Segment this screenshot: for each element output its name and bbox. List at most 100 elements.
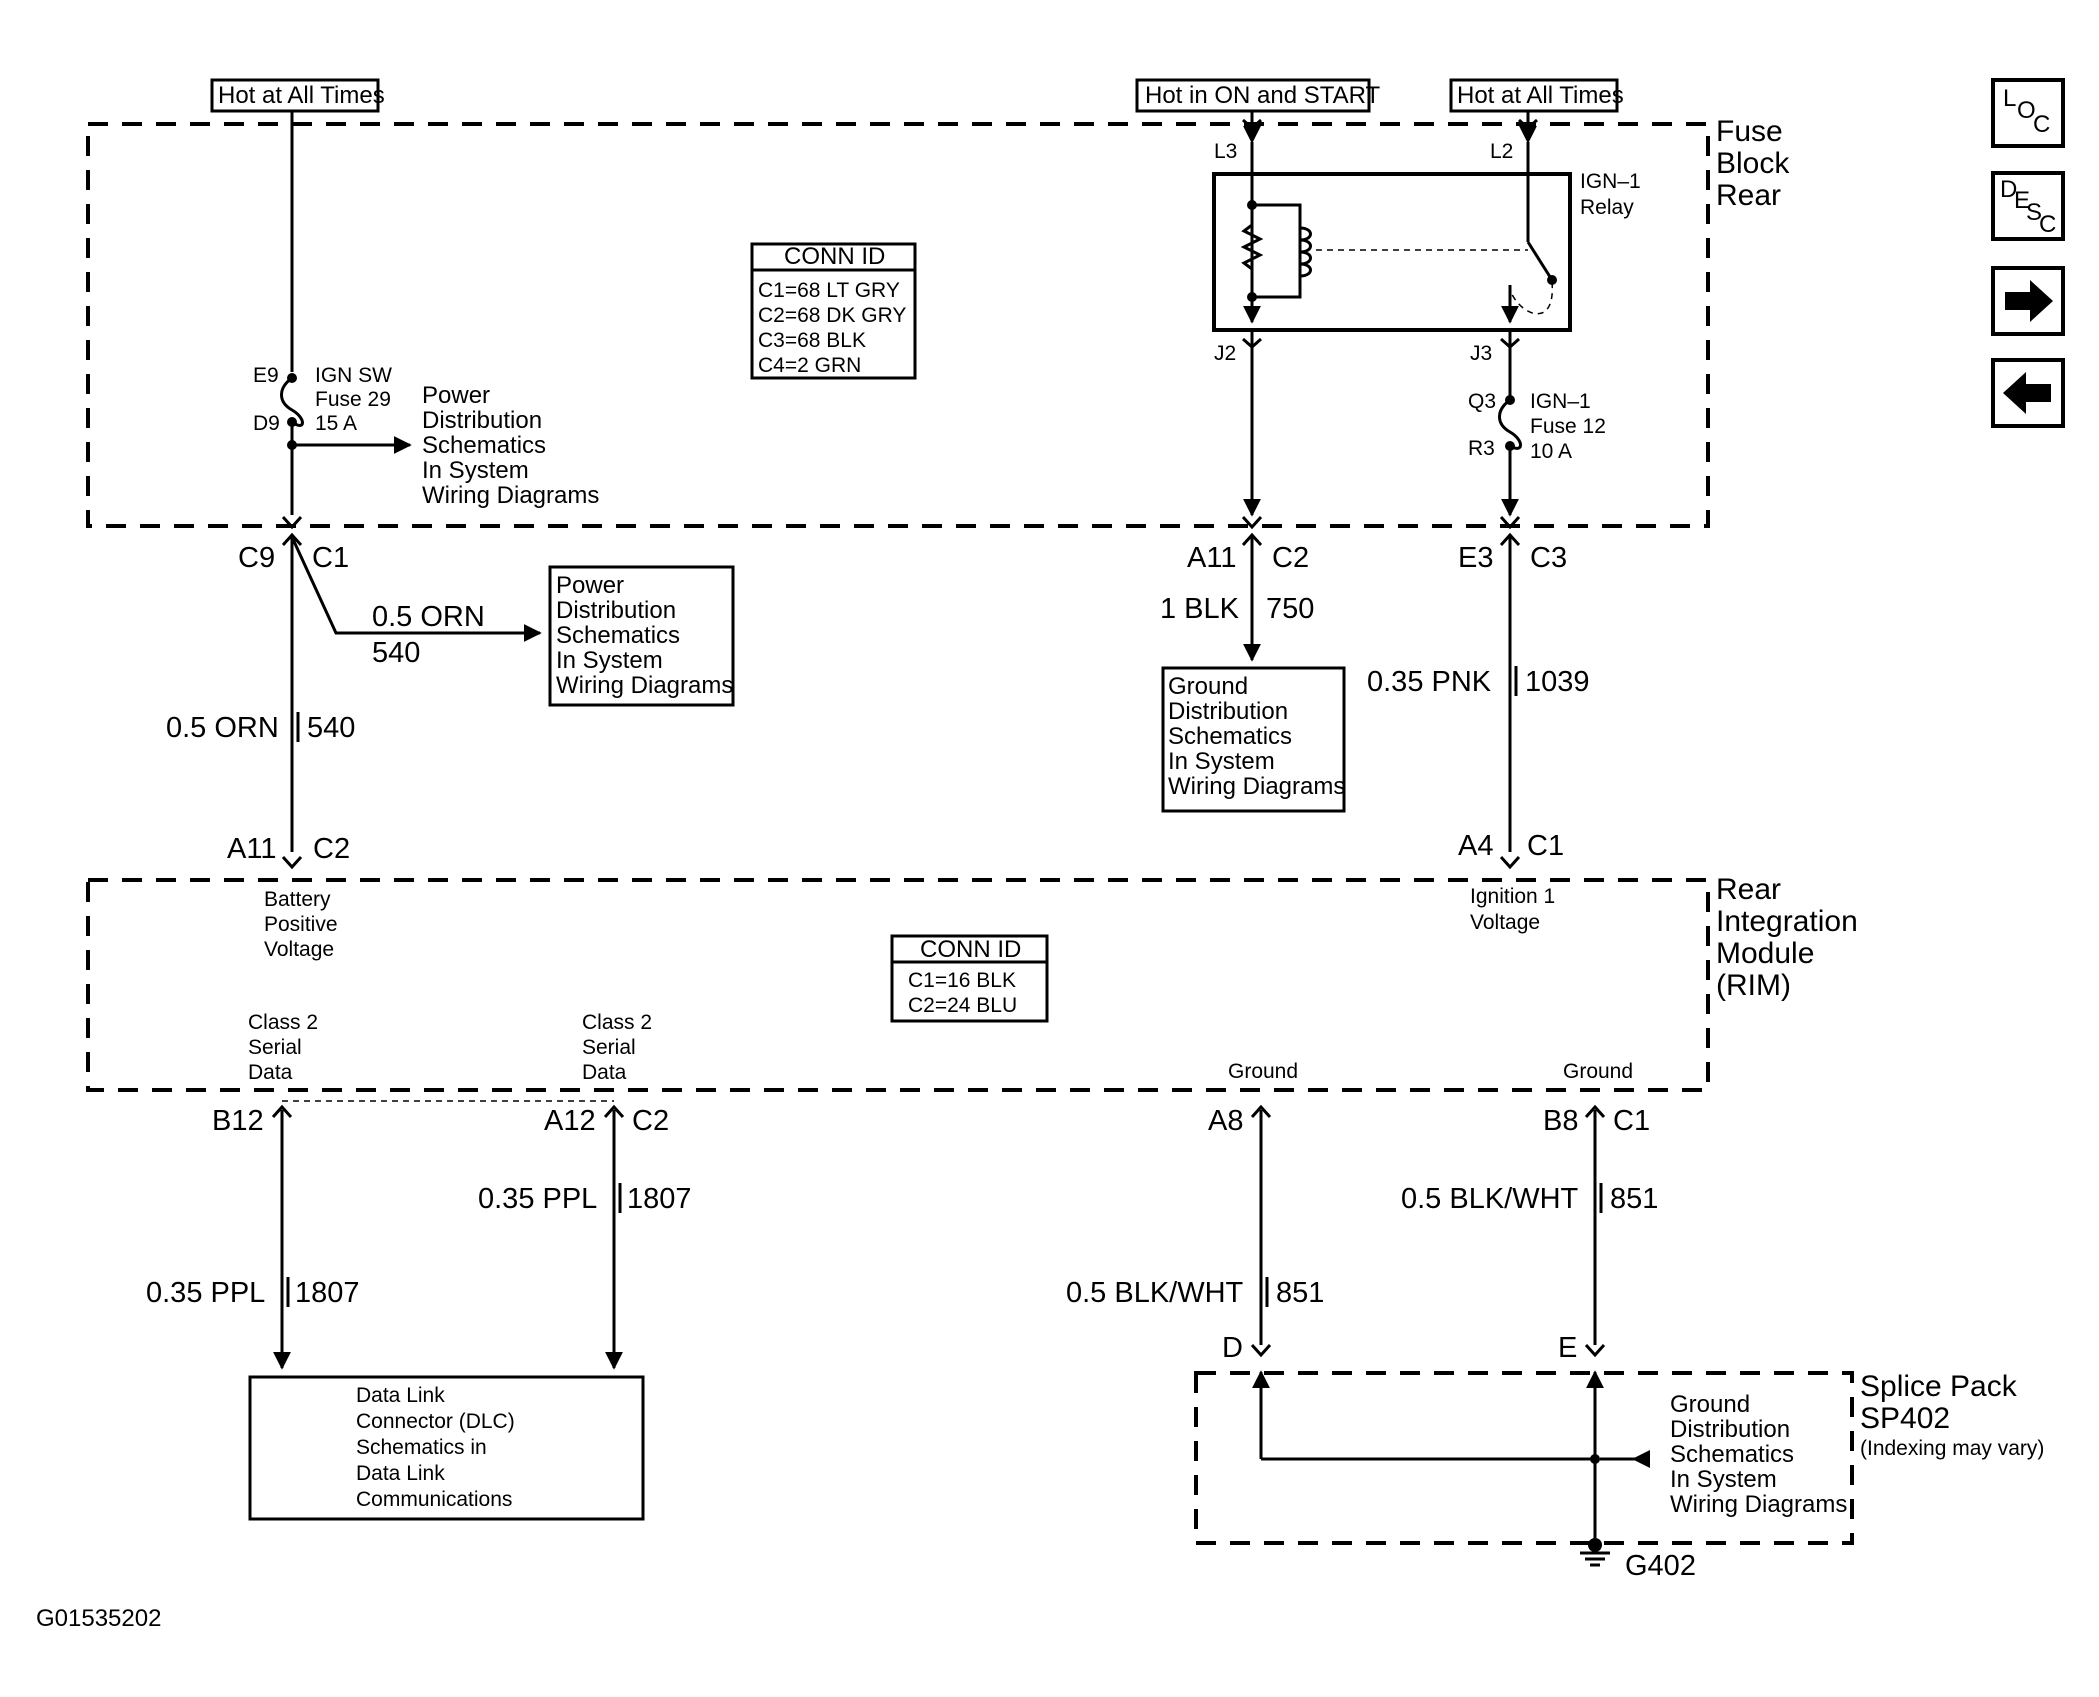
relay-pin-j2: J2 xyxy=(1214,342,1236,365)
svg-text:C1: C1 xyxy=(312,542,349,574)
svg-text:CONN ID: CONN ID xyxy=(920,936,1021,963)
svg-text:SP402: SP402 xyxy=(1860,1402,1950,1435)
source-hot-left-label: Hot at All Times xyxy=(218,82,385,109)
svg-text:L: L xyxy=(2003,85,2016,112)
svg-text:Schematics: Schematics xyxy=(422,432,546,459)
ign1-relay: L3 L2 IGN–1 Relay J2 J3 xyxy=(1212,111,1641,365)
splice-connectors: D E xyxy=(1222,1332,1606,1364)
splice-ground-ref: Ground Distribution Schematics In System… xyxy=(1670,1391,1847,1518)
fuse-block-conn-id: CONN ID C1=68 LT GRY C2=68 DK GRY C3=68 … xyxy=(750,242,917,380)
svg-text:Class 2: Class 2 xyxy=(582,1011,652,1034)
svg-text:851: 851 xyxy=(1610,1183,1658,1215)
svg-text:Battery: Battery xyxy=(264,888,331,911)
rim-title: Rear Integration Module (RIM) xyxy=(1716,873,1858,1002)
svg-text:C1: C1 xyxy=(1613,1105,1650,1137)
svg-text:In System: In System xyxy=(1168,748,1275,775)
rim-ground-b: Ground xyxy=(1563,1060,1633,1083)
ground-g402: G402 xyxy=(1580,1538,1696,1582)
relay-name: IGN–1 xyxy=(1580,170,1641,193)
ign-sw-fuse-name: IGN SW xyxy=(315,364,392,387)
svg-text:Connector (DLC): Connector (DLC) xyxy=(356,1410,515,1433)
ref-box-ground: Ground Distribution Schematics In System… xyxy=(1161,666,1346,813)
svg-text:C: C xyxy=(2033,111,2050,138)
dlc-ref-box: Data Link Connector (DLC) Schematics in … xyxy=(248,1375,645,1521)
svg-text:Schematics: Schematics xyxy=(1168,723,1292,750)
relay-pin-l3: L3 xyxy=(1214,140,1237,163)
svg-text:Class 2: Class 2 xyxy=(248,1011,318,1034)
ref-box-power: Power Distribution Schematics In System … xyxy=(548,565,735,707)
svg-text:Wiring Diagrams: Wiring Diagrams xyxy=(556,672,733,699)
svg-text:0.5 ORN: 0.5 ORN xyxy=(166,712,279,744)
svg-text:E3: E3 xyxy=(1458,542,1493,574)
svg-text:1039: 1039 xyxy=(1525,666,1590,698)
connector-b12: B12 xyxy=(212,1104,293,1137)
source-hot-left: Hot at All Times xyxy=(210,78,385,113)
svg-text:Serial: Serial xyxy=(582,1036,636,1059)
svg-text:Fuse: Fuse xyxy=(1716,115,1783,148)
connector-c1-rim: A4 C1 xyxy=(1458,830,1564,870)
ign1-fuse-name: IGN–1 xyxy=(1530,390,1591,413)
rim-class2-a: Class 2 Serial Data xyxy=(248,1011,318,1084)
connector-a8: A8 xyxy=(1208,1104,1272,1137)
svg-text:Schematics: Schematics xyxy=(556,622,680,649)
svg-text:A4: A4 xyxy=(1458,830,1493,862)
relay-pin-j3: J3 xyxy=(1470,342,1492,365)
svg-text:0.5 ORN: 0.5 ORN xyxy=(372,601,485,633)
loc-button[interactable]: L O C xyxy=(1991,78,2065,148)
svg-text:Wiring Diagrams: Wiring Diagrams xyxy=(1670,1491,1847,1518)
desc-button[interactable]: D E S C xyxy=(1991,171,2065,241)
svg-text:Distribution: Distribution xyxy=(1670,1416,1790,1443)
source-hot-on-start-label: Hot in ON and START xyxy=(1145,82,1381,109)
svg-text:Power: Power xyxy=(556,572,624,599)
svg-text:0.35 PPL: 0.35 PPL xyxy=(478,1183,597,1215)
ign1-fuse-pin-r3: R3 xyxy=(1468,437,1495,460)
svg-text:C2: C2 xyxy=(1272,542,1309,574)
wire-orn-540: 0.5 ORN 540 xyxy=(166,537,355,852)
splice-wiring xyxy=(1252,1370,1650,1543)
rim-conn-id: CONN ID C1=16 BLK C2=24 BLU xyxy=(890,934,1049,1023)
svg-text:Data: Data xyxy=(248,1061,293,1084)
svg-text:Rear: Rear xyxy=(1716,179,1781,212)
ign1-fuse-number: Fuse 12 xyxy=(1530,415,1606,438)
svg-text:C2: C2 xyxy=(632,1105,669,1137)
svg-text:Ground: Ground xyxy=(1168,673,1248,700)
svg-text:1807: 1807 xyxy=(627,1183,692,1215)
rim-battery-label: Battery Positive Voltage xyxy=(264,888,338,961)
svg-text:D: D xyxy=(2000,176,2017,203)
ign-sw-circuit: E9 D9 IGN SW Fuse 29 15 A xyxy=(253,111,412,515)
svg-text:Serial: Serial xyxy=(248,1036,302,1059)
svg-text:Block: Block xyxy=(1716,147,1790,180)
svg-text:C3: C3 xyxy=(1530,542,1567,574)
svg-text:B8: B8 xyxy=(1543,1105,1578,1137)
connector-c2-fuse: A11 C2 xyxy=(1187,515,1309,574)
ign-sw-fuse-number: Fuse 29 xyxy=(315,388,391,411)
connector-b8-c1: B8 C1 xyxy=(1543,1104,1650,1137)
figure-id: G01535202 xyxy=(36,1605,161,1632)
svg-text:In System: In System xyxy=(1670,1466,1777,1493)
ign1-fuse-pin-q3: Q3 xyxy=(1468,390,1496,413)
svg-text:Distribution: Distribution xyxy=(422,407,542,434)
next-button[interactable] xyxy=(1991,266,2065,336)
svg-text:C2: C2 xyxy=(313,833,350,865)
arrow-left-icon xyxy=(2003,372,2051,414)
svg-text:C3=68 BLK: C3=68 BLK xyxy=(758,329,866,352)
splice-pack-title: Splice Pack SP402 (Indexing may vary) xyxy=(1860,1370,2044,1460)
wire-ppl-1807-left: 0.35 PPL 1807 xyxy=(146,1110,360,1370)
ign-sw-pin-e9: E9 xyxy=(253,364,279,387)
arrow-right-icon xyxy=(2005,280,2053,322)
svg-text:Wiring Diagrams: Wiring Diagrams xyxy=(422,482,599,509)
svg-text:C2=68 DK GRY: C2=68 DK GRY xyxy=(758,304,906,327)
svg-text:In System: In System xyxy=(556,647,663,674)
svg-text:Voltage: Voltage xyxy=(1470,911,1540,934)
svg-text:C1=68 LT GRY: C1=68 LT GRY xyxy=(758,279,900,302)
wire-blk-wht-851-left: 0.5 BLK/WHT 851 xyxy=(1066,1110,1324,1345)
svg-text:Data Link: Data Link xyxy=(356,1462,445,1485)
rim-class2-b: Class 2 Serial Data xyxy=(582,1011,652,1084)
svg-text:(Indexing may vary): (Indexing may vary) xyxy=(1860,1437,2044,1460)
prev-button[interactable] xyxy=(1991,358,2065,428)
svg-text:Rear: Rear xyxy=(1716,873,1781,906)
relay-pin-l2: L2 xyxy=(1490,140,1513,163)
source-hot-right-label: Hot at All Times xyxy=(1457,82,1624,109)
ground-g402-label: G402 xyxy=(1625,1550,1696,1582)
